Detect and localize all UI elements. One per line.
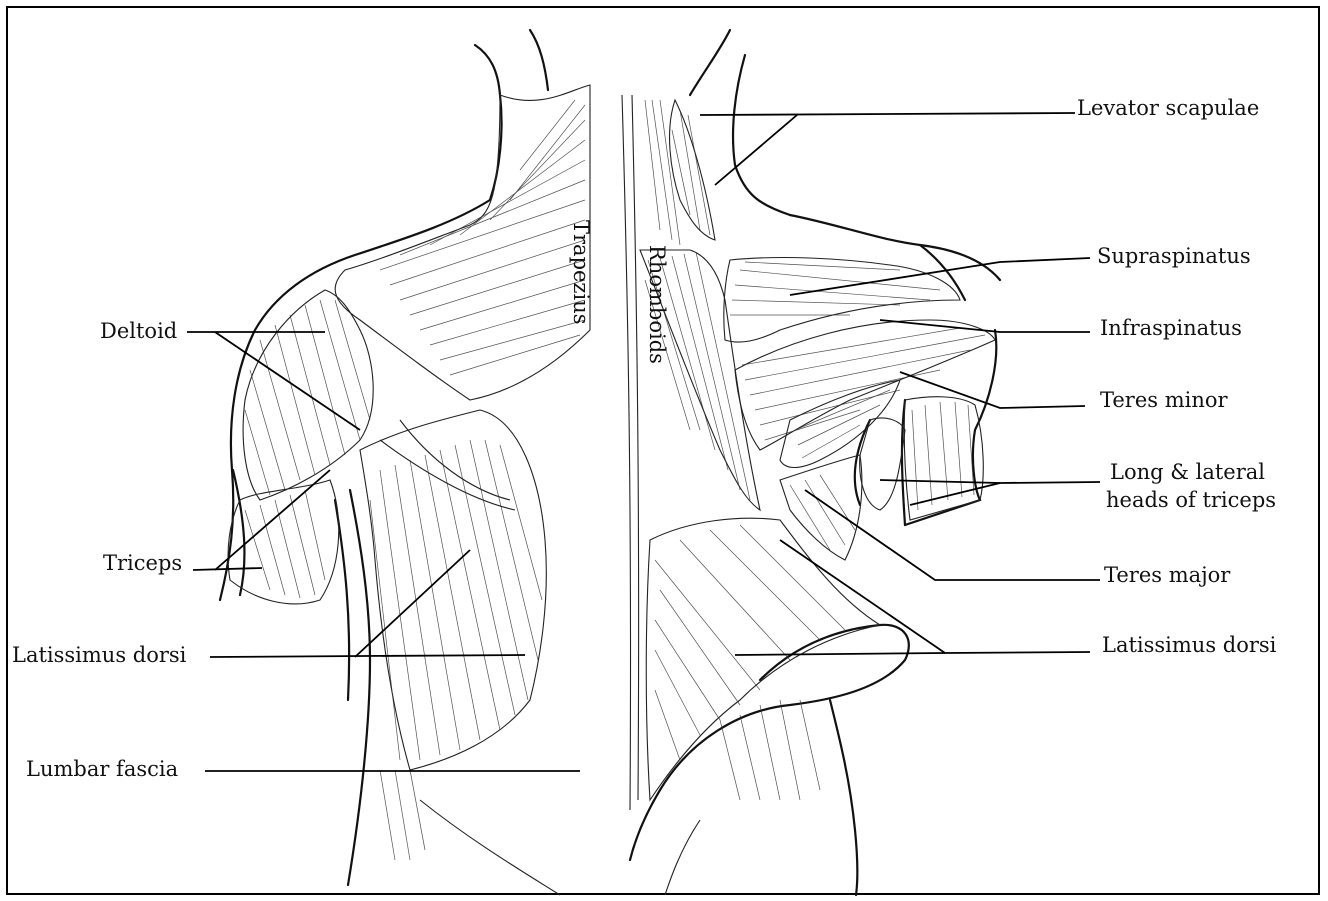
label-deltoid: Deltoid xyxy=(100,319,177,343)
trapezius-muscle xyxy=(335,85,590,400)
label-triceps-heads-line2: heads of triceps xyxy=(1106,488,1276,512)
label-lumbar-fascia: Lumbar fascia xyxy=(26,757,178,781)
body-outline xyxy=(220,30,1000,895)
label-supraspinatus: Supraspinatus xyxy=(1097,244,1251,268)
label-triceps-heads-line1: Long & lateral xyxy=(1110,460,1265,484)
label-teres-minor: Teres minor xyxy=(1100,388,1229,412)
label-infraspinatus: Infraspinatus xyxy=(1100,316,1242,340)
label-latissimus-dorsi-right: Latissimus dorsi xyxy=(1102,633,1277,657)
latissimus-dorsi-left xyxy=(360,410,546,770)
supraspinatus-muscle xyxy=(724,258,960,342)
teres-minor-muscle xyxy=(780,380,900,468)
label-trapezius: Trapezius xyxy=(569,220,593,325)
label-teres-major: Teres major xyxy=(1104,563,1231,587)
label-triceps: Triceps xyxy=(103,551,182,575)
label-levator-scapulae: Levator scapulae xyxy=(1077,96,1259,120)
teres-major-muscle xyxy=(780,455,862,560)
label-rhomboids: Rhomboids xyxy=(645,245,669,364)
label-latissimus-dorsi-left: Latissimus dorsi xyxy=(12,643,187,667)
levator-scapulae-muscle xyxy=(645,100,715,245)
lumbar-region-shading xyxy=(380,700,820,860)
